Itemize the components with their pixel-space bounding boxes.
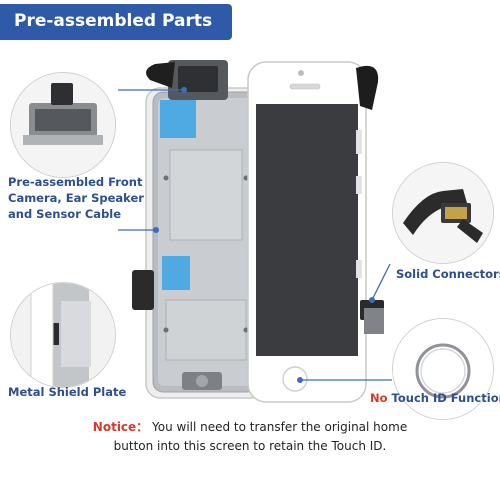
front-camera-label-line2: Camera, Ear Speaker bbox=[8, 191, 144, 205]
assembly-back bbox=[132, 60, 265, 399]
assembly-front bbox=[247, 61, 384, 403]
front-camera-label: Pre-assembled Front Camera, Ear Speaker … bbox=[8, 174, 144, 222]
shield-label-text: Metal Shield Plate bbox=[8, 385, 127, 399]
pointer-lines bbox=[118, 89, 392, 381]
connectors-label: Solid Connectors bbox=[396, 266, 500, 282]
front-camera-label-line3: and Sensor Cable bbox=[8, 207, 122, 221]
header-banner: Pre-assembled Parts bbox=[0, 4, 232, 40]
connectors-zoom-circle bbox=[392, 162, 494, 264]
front-camera-label-line1: Pre-assembled Front bbox=[8, 175, 143, 189]
notice-line1-text: You will need to transfer the original h… bbox=[148, 420, 408, 434]
pointer-dots bbox=[153, 87, 375, 383]
notice-line1: Notice： You will need to transfer the or… bbox=[0, 418, 500, 437]
touch-id-label: No Touch ID Function bbox=[370, 390, 500, 406]
connectors-label-text: Solid Connectors bbox=[396, 267, 500, 281]
touch-id-label-prefix: No bbox=[370, 391, 388, 405]
notice-prefix: Notice： bbox=[92, 420, 149, 434]
front-camera-zoom-circle bbox=[10, 72, 116, 178]
touch-id-label-rest: Touch ID Function bbox=[387, 391, 500, 405]
header-title: Pre-assembled Parts bbox=[14, 11, 213, 31]
notice-line2-text: button into this screen to retain the To… bbox=[113, 439, 387, 453]
shield-zoom-circle bbox=[10, 282, 116, 388]
home-button-zoom-circle bbox=[392, 318, 494, 420]
shield-label: Metal Shield Plate bbox=[8, 384, 126, 400]
notice-line2: button into this screen to retain the To… bbox=[0, 437, 500, 456]
